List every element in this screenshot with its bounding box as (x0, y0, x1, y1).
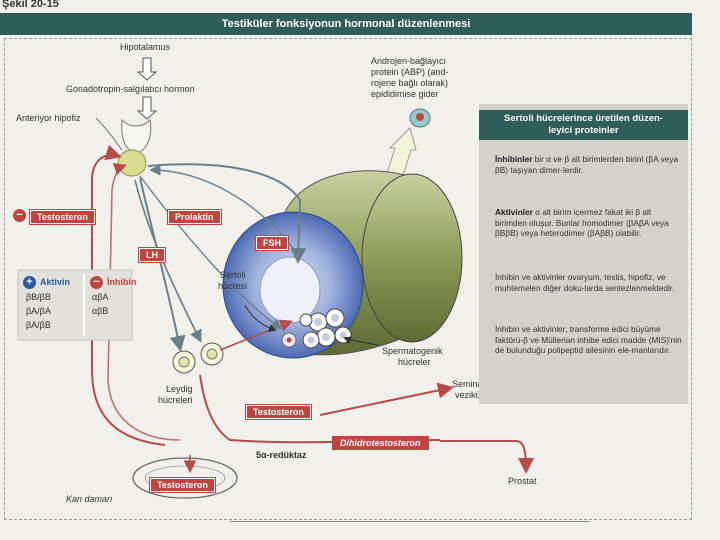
regulatory-proteins-panel: İnhibinler bir α ve β alt birimlerden bi… (479, 104, 688, 404)
aktivin-item-2: βA/βA (26, 306, 51, 317)
sertoli-label-2: hücresi (218, 281, 247, 292)
aktivin-item-3: βA/βB (26, 320, 51, 331)
dihydro-to-prostat (440, 441, 526, 470)
abp-label-1: Androjen-bağlayıcı (371, 56, 446, 67)
sidebar-heading: Sertoli hücrelerince üretilen düzen- ley… (479, 110, 688, 140)
inhibin-item-1: αβA (92, 292, 108, 303)
prolaktin-tag: Prolaktin (168, 210, 221, 224)
leydig-label-1: Leydig (166, 384, 193, 395)
abp-label-3: rojene bağlı olarak) (371, 78, 448, 89)
plus-icon: + (23, 276, 36, 289)
anterior-pituitary-label: Anteriyor hipofiz (16, 113, 81, 124)
testosterone-to-seminal (320, 388, 450, 415)
leydig-label-2: hücreleri (158, 395, 193, 406)
testosterone-tag-mid: Testosteron (246, 405, 311, 419)
aktivin-title: Aktivin (40, 277, 70, 288)
gnrh-arrow (138, 97, 156, 119)
pituitary-stalk (122, 120, 151, 152)
testosterone-tag-left: Testosteron (30, 210, 95, 224)
sidebar-p3: İnhibin ve aktivinler ovaryum, testis, h… (495, 272, 683, 293)
dihydrotestosterone-tag: Dihidrotestosteron (332, 436, 429, 450)
gnrh-label: Gonadotropin-salgılatıcı hormon (66, 84, 195, 95)
anterior-pituitary (118, 150, 146, 176)
aktivin-item-1: βB/βB (26, 292, 51, 303)
abp-label-2: protein (ABP) (and- (371, 67, 449, 78)
abp-label-4: epididimise gider (371, 89, 439, 100)
inhibin-item-2: αβB (92, 306, 108, 317)
prostat-label: Prostat (508, 476, 537, 487)
caption-rule (230, 521, 590, 523)
sidebar-p2: Aktivinler α alt birim içermez fakat iki… (495, 207, 683, 239)
sidebar-p1: İnhibinler bir α ve β alt birimlerden bi… (495, 154, 683, 175)
spermatogenic-label-1: Spermatogenik (382, 346, 443, 357)
hypothalamus-label: Hipotalamus (120, 42, 170, 53)
blood-vessel-label: Kan damarı (66, 494, 113, 505)
inhibin-minus-icon: − (90, 276, 103, 289)
sertoli-label-1: Sertoli (220, 270, 246, 281)
spermatogenic-label-2: hücreler (398, 357, 431, 368)
sidebar-p4: İnhibin ve aktivinler, transforme edici … (495, 324, 683, 356)
testosterone-to-vessel (200, 375, 440, 442)
inhibin-title: İnhibin (107, 277, 137, 288)
lh-arrow (140, 178, 180, 348)
lh-tag: LH (139, 248, 165, 262)
hypothalamus-arrow (138, 58, 156, 80)
reduktaz-label: 5α-redüktaz (256, 450, 307, 461)
tubule-end (362, 174, 462, 342)
testosterone-tag-bottom: Testosteron (150, 478, 215, 492)
minus-icon: − (13, 209, 26, 222)
fsh-tag: FSH (256, 236, 288, 250)
